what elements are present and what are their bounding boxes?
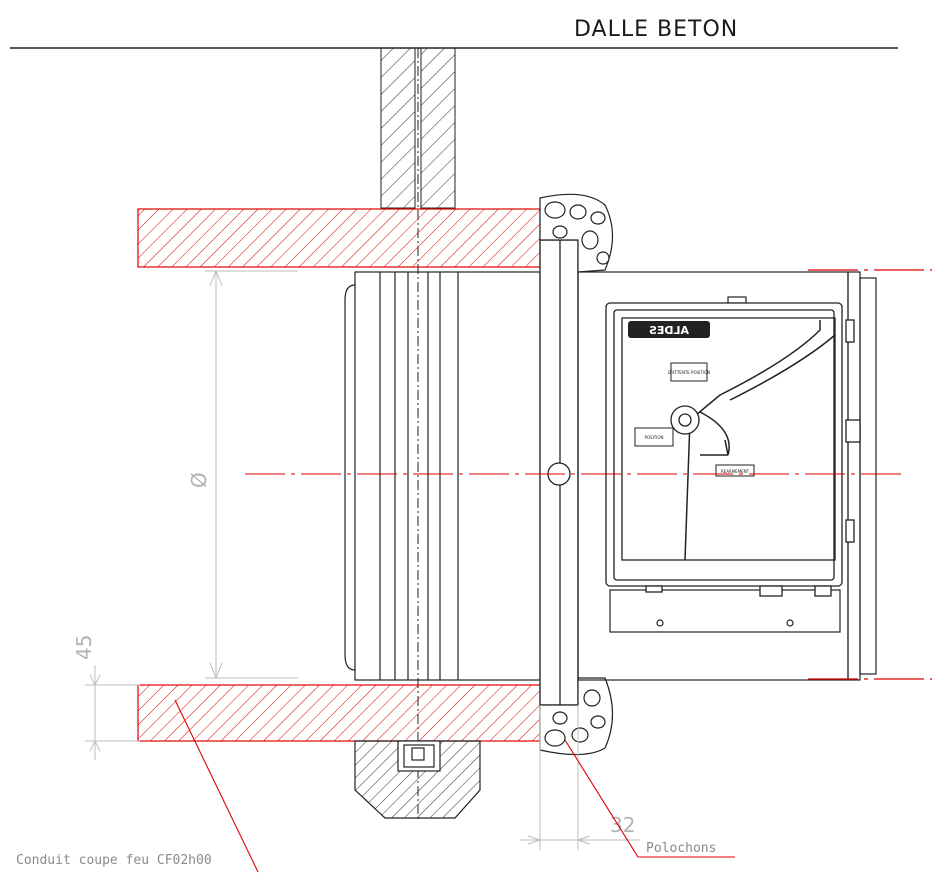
damper-flange bbox=[539, 239, 579, 706]
polochons-top bbox=[539, 193, 614, 273]
plate-attente: D'ATTENTE POSITION bbox=[668, 362, 710, 382]
fire-conduit-top bbox=[137, 208, 541, 268]
conduit-leader bbox=[174, 699, 259, 873]
plate-position: POSITION bbox=[634, 427, 674, 447]
diameter-dimension bbox=[205, 269, 298, 680]
diameter-label: Ø bbox=[187, 472, 211, 488]
dim-45 bbox=[85, 665, 140, 760]
svg-text:REARMEMENT: REARMEMENT bbox=[721, 469, 750, 474]
plate-rearmement: REARMEMENT bbox=[715, 464, 755, 477]
polochons-label: Polochons bbox=[646, 841, 716, 856]
conduit-label: Conduit coupe feu CF02h00 bbox=[16, 853, 212, 868]
fire-conduit-bottom bbox=[137, 684, 541, 742]
dim-45-label: 45 bbox=[72, 635, 96, 660]
slab-label: DALLE BETON bbox=[574, 17, 738, 42]
mechanism-panel bbox=[605, 302, 861, 597]
svg-text:POSITION: POSITION bbox=[644, 435, 663, 440]
svg-text:ALDES: ALDES bbox=[649, 324, 689, 337]
duct-sleeve bbox=[344, 271, 541, 681]
aldes-logo: ALDES bbox=[628, 321, 710, 338]
wall-column bbox=[380, 47, 456, 820]
mounting-bracket bbox=[354, 740, 481, 819]
polochons-bottom bbox=[539, 677, 614, 756]
svg-text:D'ATTENTE POSITION: D'ATTENTE POSITION bbox=[668, 370, 710, 375]
duct-extension-lines bbox=[808, 269, 932, 680]
damper-casing bbox=[577, 271, 877, 681]
polochons-leader bbox=[564, 739, 735, 858]
dim-32 bbox=[520, 705, 640, 850]
